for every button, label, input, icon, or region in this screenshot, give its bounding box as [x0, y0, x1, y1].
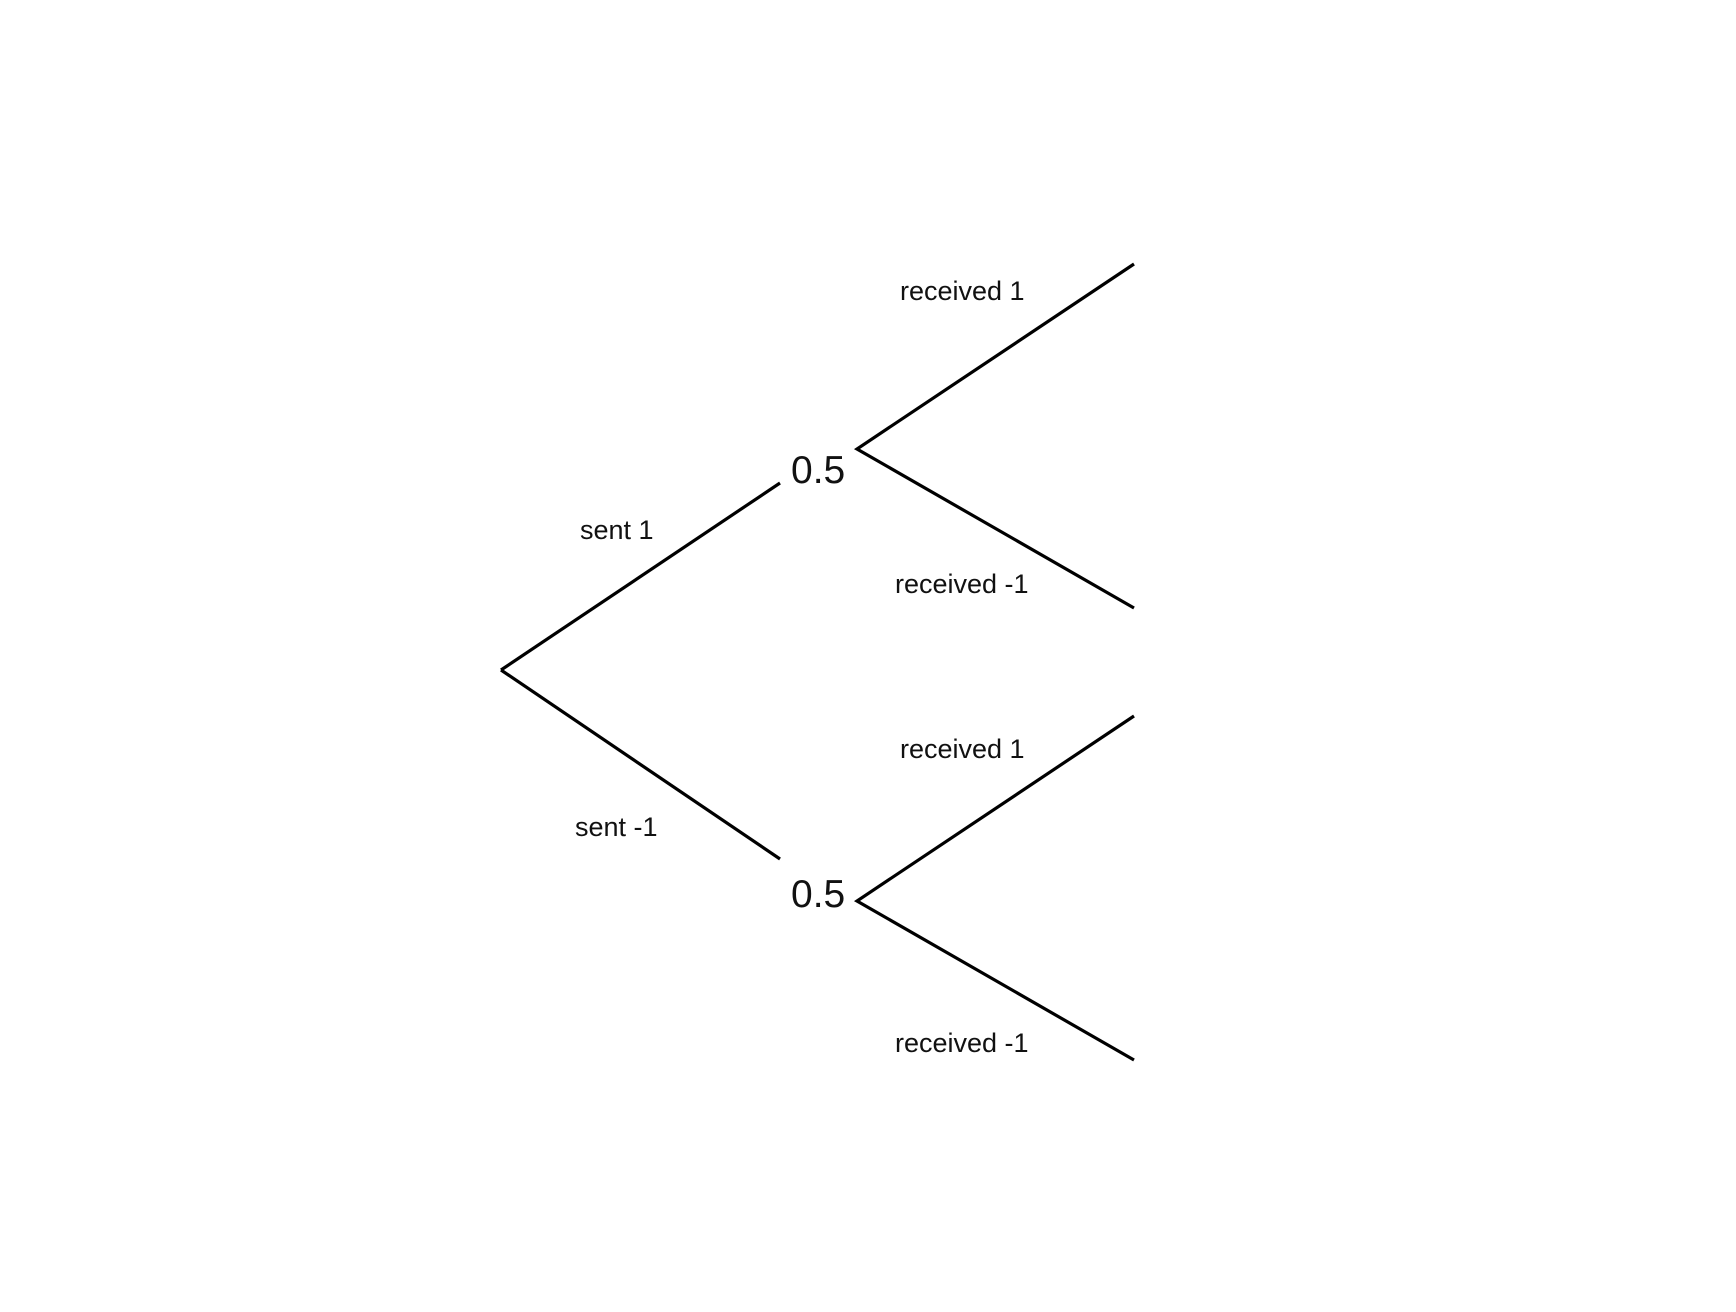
label-sent-minus-1: sent -1 [575, 812, 658, 842]
label-sent-1: sent 1 [580, 515, 654, 545]
lower-subtree-branches [853, 714, 1135, 1062]
label-upper-received-minus-1: received -1 [895, 569, 1029, 599]
branch-sent-1 [500, 481, 781, 672]
label-lower-received-1: received 1 [900, 734, 1025, 764]
upper-subtree-branches [853, 262, 1135, 610]
probability-lower-node: 0.5 [791, 873, 845, 916]
probability-upper-node: 0.5 [791, 449, 845, 492]
label-lower-received-minus-1: received -1 [895, 1028, 1029, 1058]
branch-sent-minus-1 [500, 668, 781, 861]
label-upper-received-1: received 1 [900, 276, 1025, 306]
